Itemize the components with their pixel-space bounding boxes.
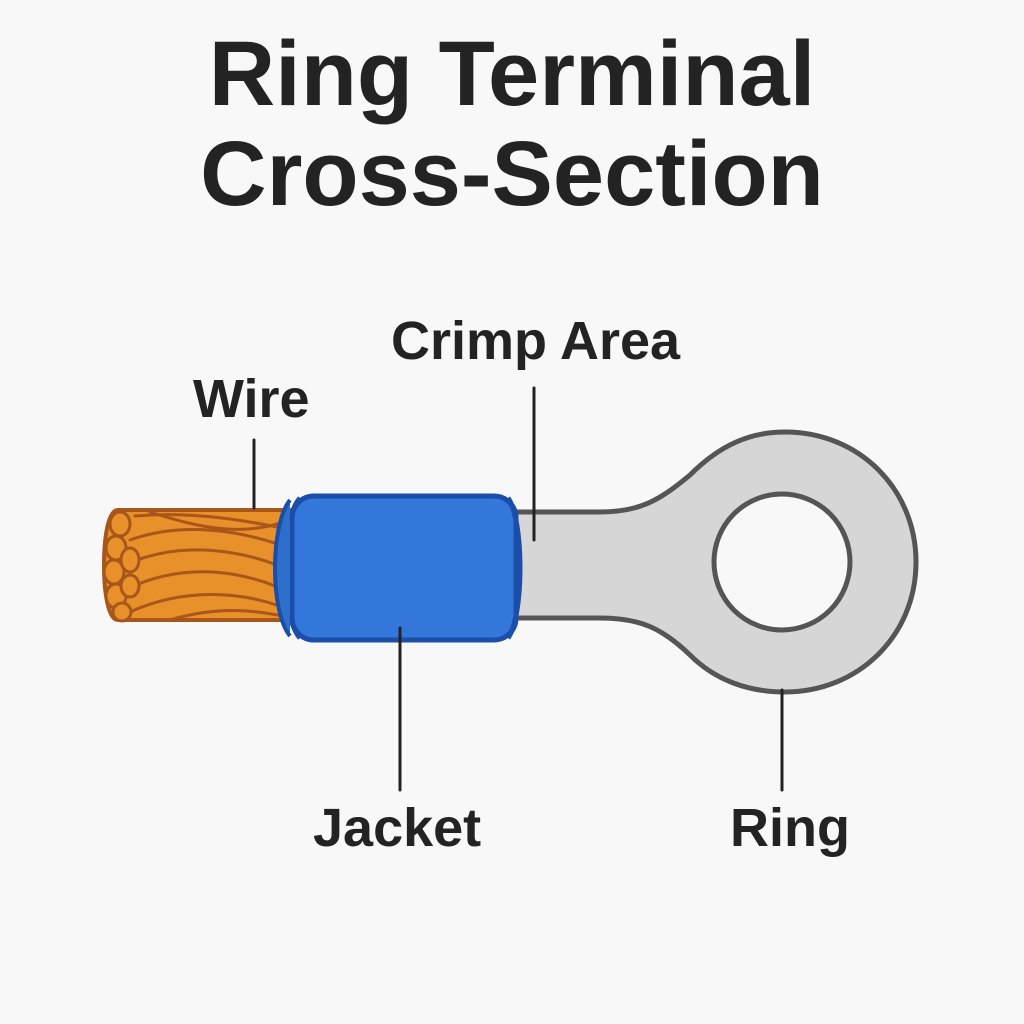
diagram-title-line-1: Ring Terminal xyxy=(208,23,816,125)
leader-lines xyxy=(252,386,784,792)
label-wire: Wire xyxy=(193,369,310,429)
ring-hole xyxy=(711,491,853,633)
insulation-jacket xyxy=(273,493,523,643)
label-ring: Ring xyxy=(730,798,850,858)
ring-terminal-body xyxy=(497,429,919,695)
label-crimp-area: Crimp Area xyxy=(391,311,681,371)
label-jacket: Jacket xyxy=(313,798,482,858)
diagram-title-line-2: Cross-Section xyxy=(200,123,824,225)
